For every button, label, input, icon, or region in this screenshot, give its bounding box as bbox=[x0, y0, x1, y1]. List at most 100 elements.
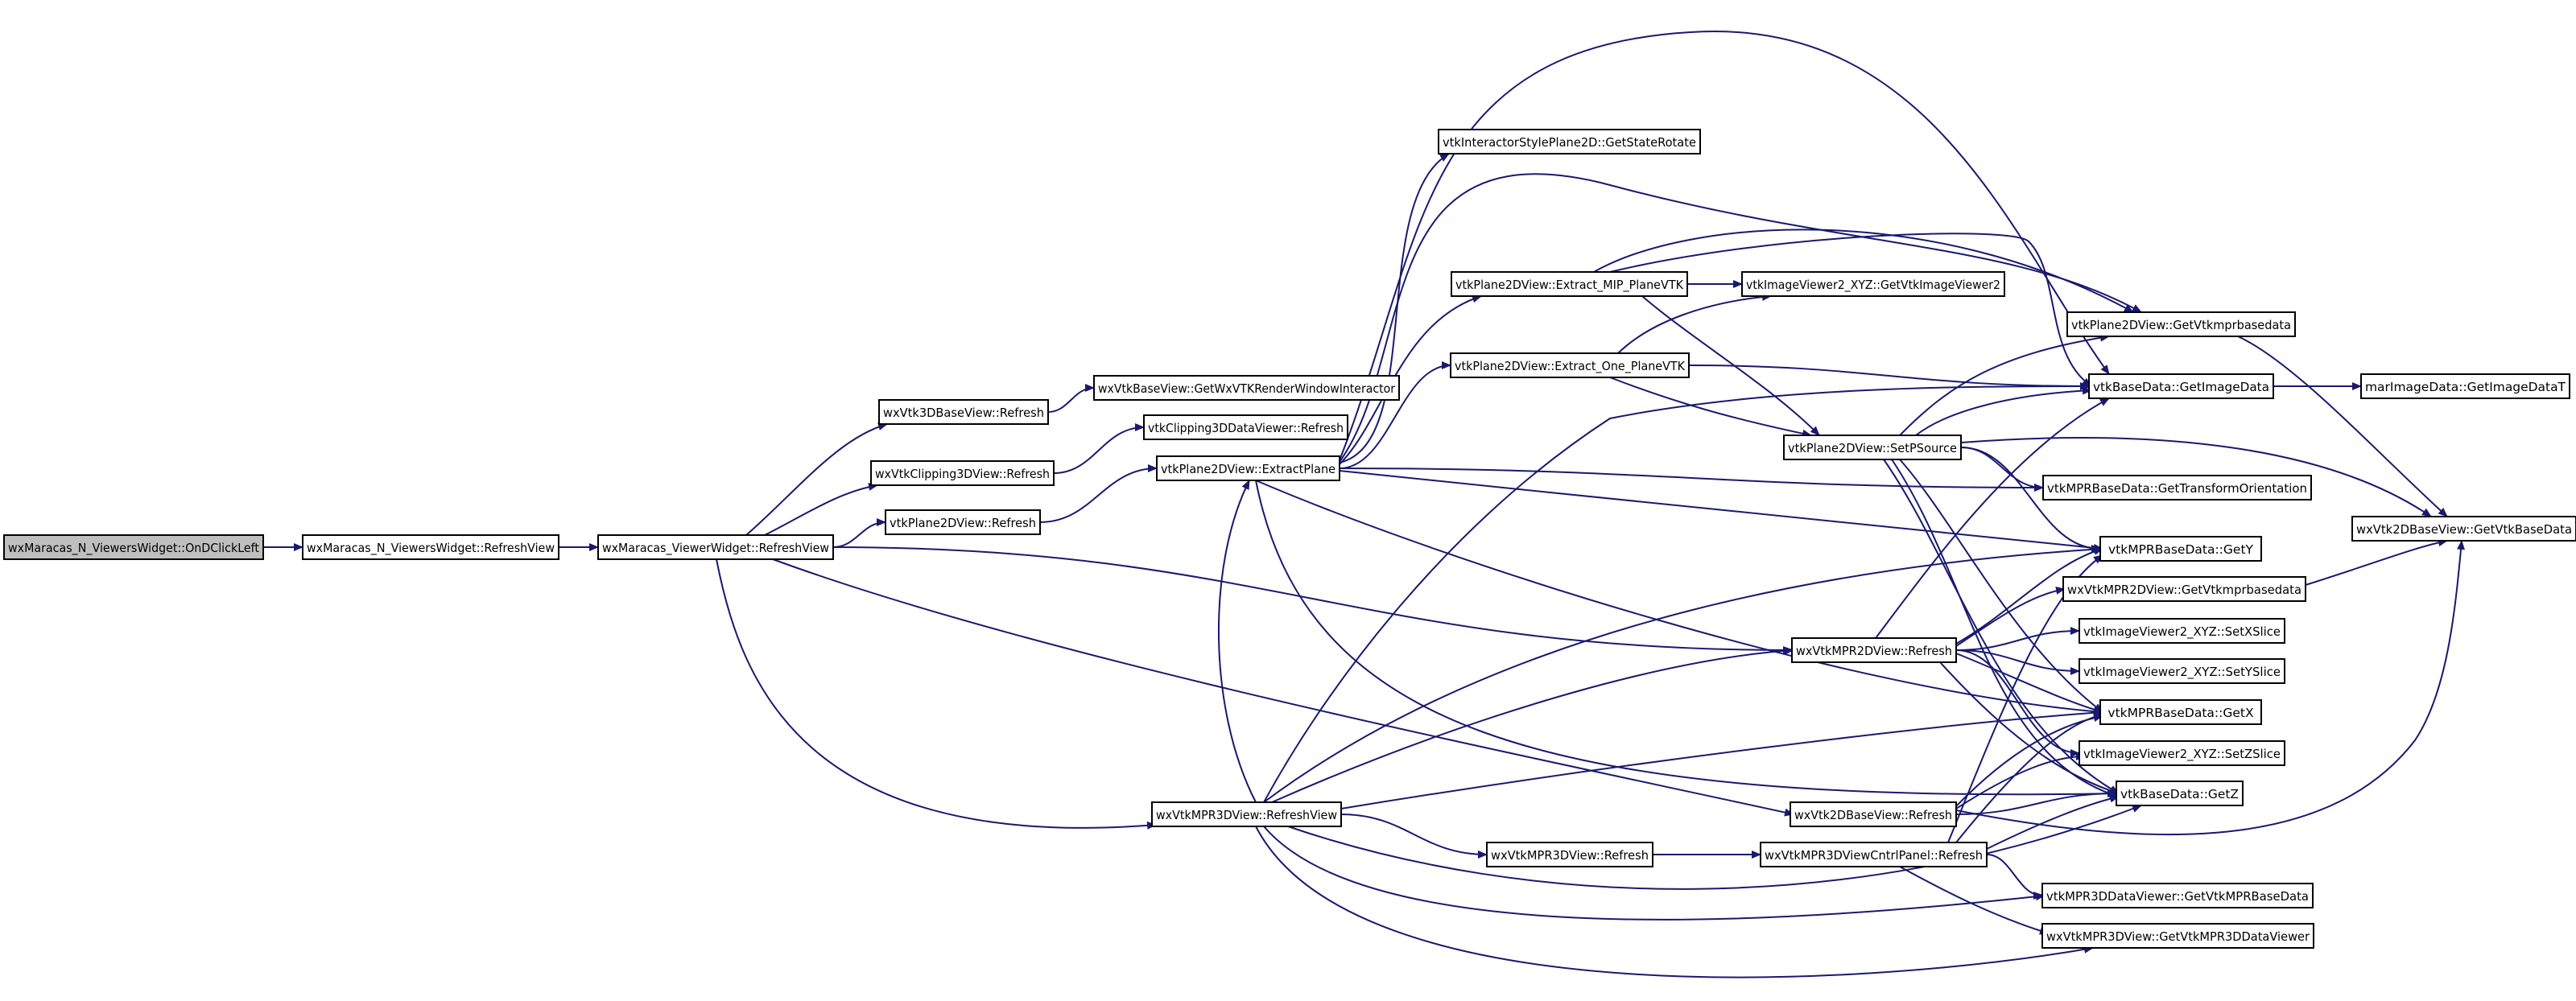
graph-node[interactable]: vtkPlane2DView::Refresh bbox=[885, 509, 1041, 535]
node-box[interactable] bbox=[2079, 618, 2285, 644]
graph-node[interactable]: vtkPlane2DView::Extract_One_PlaneVTK bbox=[1450, 352, 1690, 378]
node-box[interactable] bbox=[1791, 637, 1957, 663]
node-box[interactable] bbox=[1783, 435, 1962, 460]
node-box[interactable] bbox=[1790, 801, 1957, 827]
node-box[interactable] bbox=[2041, 883, 2314, 908]
graph-node[interactable]: vtkPlane2DView::GetVtkmprbasedata bbox=[2066, 311, 2296, 337]
graph-node[interactable]: vtkPlane2DView::SetPSource bbox=[1783, 435, 1962, 460]
node-label: vtkBaseData::GetZ bbox=[2120, 787, 2239, 801]
node-label: wxVtkMPR3DView::GetVtkMPR3DDataViewer bbox=[2046, 929, 2310, 944]
node-box[interactable] bbox=[1156, 455, 1340, 481]
edges-layer bbox=[263, 30, 2465, 978]
root-node-box[interactable] bbox=[3, 534, 264, 560]
edge-n2-to-n27 bbox=[772, 558, 1794, 817]
edge-n21-to-n28 bbox=[1939, 661, 2120, 795]
graph-node[interactable]: vtkMPRBaseData::GetY bbox=[2099, 536, 2262, 562]
edge-n21-to-n22 bbox=[1955, 627, 2080, 651]
node-label: vtkImageViewer2_XYZ::SetZSlice bbox=[2083, 747, 2281, 762]
graph-node[interactable]: vtkImageViewer2_XYZ::GetVtkImageViewer2 bbox=[1741, 271, 2005, 297]
edge-n21-to-n24 bbox=[1955, 653, 2103, 714]
graph-node[interactable]: vtkInteractorStylePlane2D::GetStateRotat… bbox=[1438, 129, 1701, 154]
graph-node[interactable]: vtkMPR3DDataViewer::GetVtkMPRBaseData bbox=[2041, 883, 2314, 908]
node-label: vtkImageViewer2_XYZ::SetXSlice bbox=[2083, 624, 2281, 640]
node-box[interactable] bbox=[1450, 352, 1690, 378]
graph-node[interactable]: wxVtkMPR2DView::Refresh bbox=[1791, 637, 1957, 663]
graph-node[interactable]: wxVtkMPR2DView::GetVtkmprbasedata bbox=[2062, 576, 2306, 602]
graph-node[interactable]: vtkImageViewer2_XYZ::SetZSlice bbox=[2079, 740, 2285, 766]
graph-node[interactable]: wxVtk3DBaseView::Refresh bbox=[878, 399, 1049, 425]
node-box[interactable] bbox=[2351, 516, 2576, 542]
graph-node[interactable]: vtkPlane2DView::Extract_MIP_PlaneVTK bbox=[1451, 271, 1688, 297]
node-box[interactable] bbox=[1093, 375, 1400, 401]
node-label: vtkImageViewer2_XYZ::SetYSlice bbox=[2083, 665, 2281, 680]
graph-node[interactable]: marImageData::GetImageDataT bbox=[2360, 373, 2570, 399]
graph-node[interactable]: vtkClipping3DDataViewer::Refresh bbox=[1143, 414, 1348, 440]
node-box[interactable] bbox=[878, 399, 1049, 425]
node-label: vtkPlane2DView::Extract_MIP_PlaneVTK bbox=[1455, 278, 1684, 293]
graph-node[interactable]: wxVtkClipping3DView::Refresh bbox=[870, 460, 1055, 486]
edge-n16-to-n18 bbox=[1960, 437, 2432, 517]
edge-n26-to-n29 bbox=[1340, 814, 1488, 859]
node-label: vtkMPR3DDataViewer::GetVtkMPRBaseData bbox=[2046, 889, 2309, 904]
graph-node[interactable]: wxMaracas_N_ViewersWidget::OnDClickLeft bbox=[3, 534, 264, 560]
graph-node[interactable]: vtkMPRBaseData::GetTransformOrientation bbox=[2042, 475, 2312, 500]
edge-n30-to-n24 bbox=[1955, 712, 2103, 843]
graph-node[interactable]: wxVtkMPR3DView::GetVtkMPR3DDataViewer bbox=[2041, 923, 2314, 949]
node-box[interactable] bbox=[597, 534, 834, 560]
node-box[interactable] bbox=[2042, 475, 2312, 500]
graph-node[interactable]: wxVtkBaseView::GetWxVTKRenderWindowInter… bbox=[1093, 375, 1400, 401]
node-box[interactable] bbox=[2088, 373, 2274, 399]
graph-node[interactable]: vtkBaseData::GetZ bbox=[2116, 781, 2244, 806]
node-label: vtkClipping3DDataViewer::Refresh bbox=[1148, 421, 1344, 435]
graph-node[interactable]: wxVtkMPR3DView::RefreshView bbox=[1151, 801, 1342, 827]
node-box[interactable] bbox=[2099, 699, 2262, 725]
edge-n13-to-n18 bbox=[2237, 336, 2448, 517]
edge-n26-to-n8 bbox=[1217, 480, 1257, 803]
graph-node[interactable]: wxMaracas_ViewerWidget::RefreshView bbox=[597, 534, 834, 560]
node-box[interactable] bbox=[2066, 311, 2296, 337]
node-box[interactable] bbox=[2099, 536, 2262, 562]
node-label: vtkPlane2DView::ExtractPlane bbox=[1161, 462, 1335, 476]
graph-node[interactable]: vtkMPRBaseData::GetX bbox=[2099, 699, 2262, 725]
edge-n8-to-n10 bbox=[1339, 295, 1482, 465]
node-label: wxMaracas_ViewerWidget::RefreshView bbox=[602, 541, 829, 556]
graph-node[interactable]: vtkImageViewer2_XYZ::SetYSlice bbox=[2079, 658, 2285, 684]
node-box[interactable] bbox=[2041, 923, 2314, 949]
edge-n27-to-n18 bbox=[1955, 540, 2465, 836]
node-label: wxVtkMPR3DView::RefreshView bbox=[1156, 808, 1337, 822]
node-box[interactable] bbox=[885, 509, 1041, 535]
node-label: vtkPlane2DView::SetPSource bbox=[1788, 441, 1957, 455]
node-box[interactable] bbox=[1451, 271, 1688, 297]
node-box[interactable] bbox=[2062, 576, 2306, 602]
node-label: wxVtkMPR2DView::GetVtkmprbasedata bbox=[2067, 583, 2301, 597]
node-box[interactable] bbox=[2116, 781, 2244, 806]
node-box[interactable] bbox=[1143, 414, 1348, 440]
node-box[interactable] bbox=[2079, 740, 2285, 766]
node-box[interactable] bbox=[1486, 842, 1653, 867]
graph-node[interactable]: wxMaracas_N_ViewersWidget::RefreshView bbox=[302, 534, 559, 560]
graph-node[interactable]: vtkPlane2DView::ExtractPlane bbox=[1156, 455, 1340, 481]
graph-node[interactable]: vtkImageViewer2_XYZ::SetXSlice bbox=[2079, 618, 2285, 644]
node-label: wxVtk2DBaseView::GetVtkBaseData bbox=[2356, 522, 2572, 537]
node-box[interactable] bbox=[1151, 801, 1342, 827]
node-box[interactable] bbox=[2360, 373, 2570, 399]
edge-n2-to-n5 bbox=[764, 483, 878, 536]
edge-n8-to-n24 bbox=[1255, 480, 2103, 716]
edge-n2-to-n7 bbox=[832, 518, 886, 548]
node-box[interactable] bbox=[1760, 842, 1988, 867]
edge-n26-to-n14 bbox=[1263, 382, 2092, 803]
node-box[interactable] bbox=[1741, 271, 2005, 297]
edge-n3-to-n4 bbox=[1047, 384, 1095, 413]
node-box[interactable] bbox=[2079, 658, 2285, 684]
graph-node[interactable]: vtkBaseData::GetImageData bbox=[2088, 373, 2274, 399]
graph-node[interactable]: wxVtkMPR3DViewCntrlPanel::Refresh bbox=[1760, 842, 1988, 867]
node-box[interactable] bbox=[870, 460, 1055, 486]
node-box[interactable] bbox=[1438, 129, 1701, 154]
graph-node[interactable]: wxVtk2DBaseView::Refresh bbox=[1790, 801, 1957, 827]
node-box[interactable] bbox=[302, 534, 559, 560]
graph-node[interactable]: wxVtkMPR3DView::Refresh bbox=[1486, 842, 1653, 867]
edge-n26-to-n32 bbox=[1255, 826, 2094, 978]
edge-n16-to-n19 bbox=[1960, 447, 2101, 553]
graph-node[interactable]: wxVtk2DBaseView::GetVtkBaseData bbox=[2351, 516, 2576, 542]
